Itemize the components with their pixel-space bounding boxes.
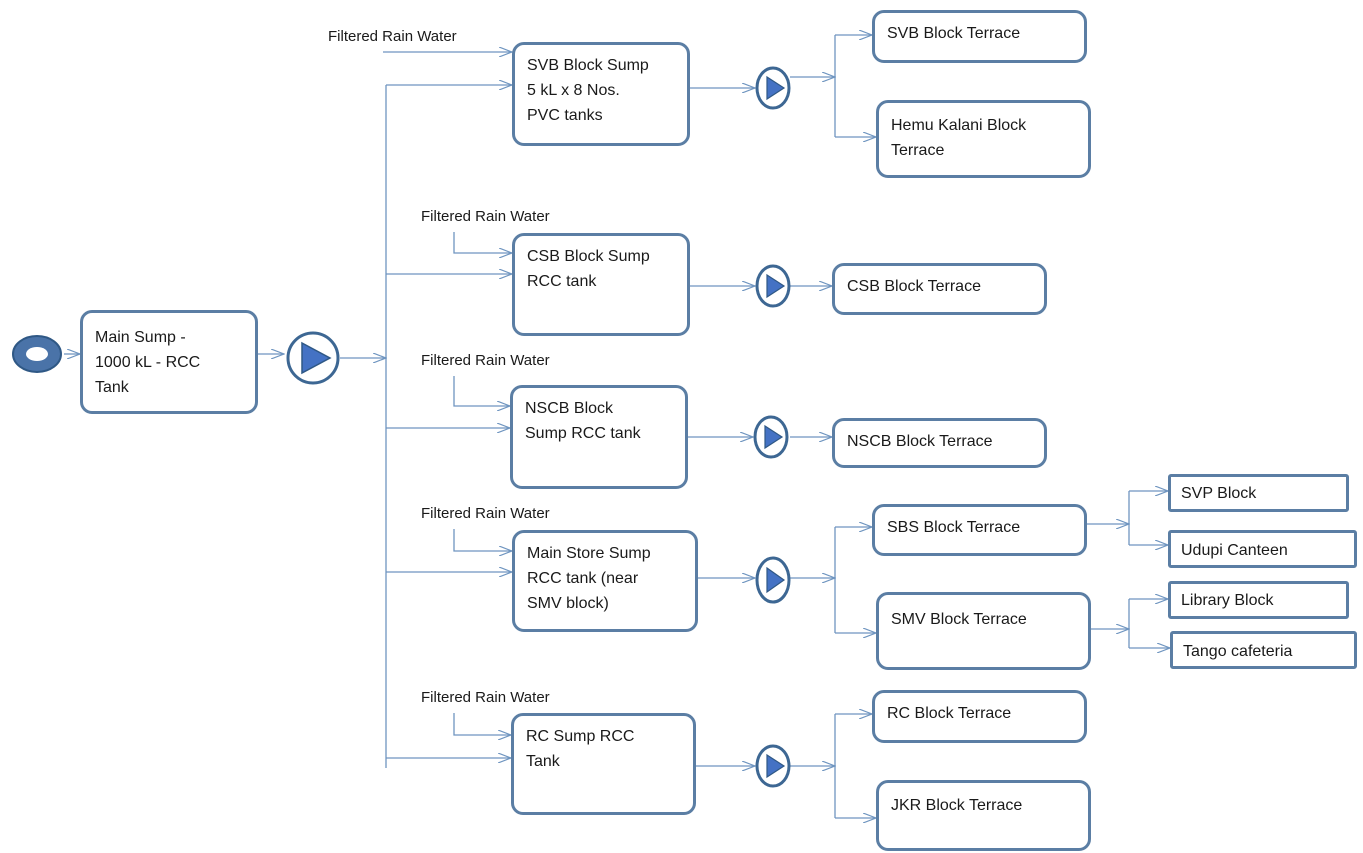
terrace-box-svb: SVB Block Terrace (872, 10, 1087, 63)
sump-box-nscb: NSCB Block Sump RCC tank (510, 385, 688, 489)
sub-block-library: Library Block (1168, 581, 1349, 619)
rain-water-label: Filtered Rain Water (421, 689, 550, 706)
terrace-box-nscb: NSCB Block Terrace (832, 418, 1047, 468)
pump-triangle-icon (755, 556, 791, 604)
pump-triangle-icon (286, 331, 340, 385)
main-sump-box: Main Sump - 1000 kL - RCC Tank (80, 310, 258, 414)
terrace-box-jkr: JKR Block Terrace (876, 780, 1091, 851)
rain-water-label: Filtered Rain Water (421, 505, 550, 522)
terrace-box-rc: RC Block Terrace (872, 690, 1087, 743)
ring-source-icon (12, 335, 62, 373)
sump-box-csb: CSB Block Sump RCC tank (512, 233, 690, 336)
sub-block-udupi-canteen: Udupi Canteen (1168, 530, 1357, 568)
terrace-box-sbs: SBS Block Terrace (872, 504, 1087, 556)
rain-water-label: Filtered Rain Water (421, 352, 550, 369)
terrace-box-csb: CSB Block Terrace (832, 263, 1047, 315)
pump-triangle-icon (755, 264, 791, 308)
sump-box-rc: RC Sump RCC Tank (511, 713, 696, 815)
rain-water-label: Filtered Rain Water (328, 28, 457, 45)
sump-box-svb: SVB Block Sump 5 kL x 8 Nos. PVC tanks (512, 42, 690, 146)
terrace-box-smv: SMV Block Terrace (876, 592, 1091, 670)
pump-triangle-icon (755, 744, 791, 788)
sub-block-tango-cafeteria: Tango cafeteria (1170, 631, 1357, 669)
sump-box-main-store: Main Store Sump RCC tank (near SMV block… (512, 530, 698, 632)
sub-block-svp: SVP Block (1168, 474, 1349, 512)
pump-triangle-icon (753, 415, 789, 459)
rain-water-label: Filtered Rain Water (421, 208, 550, 225)
pump-triangle-icon (755, 66, 791, 110)
terrace-box-hemu-kalani: Hemu Kalani Block Terrace (876, 100, 1091, 178)
